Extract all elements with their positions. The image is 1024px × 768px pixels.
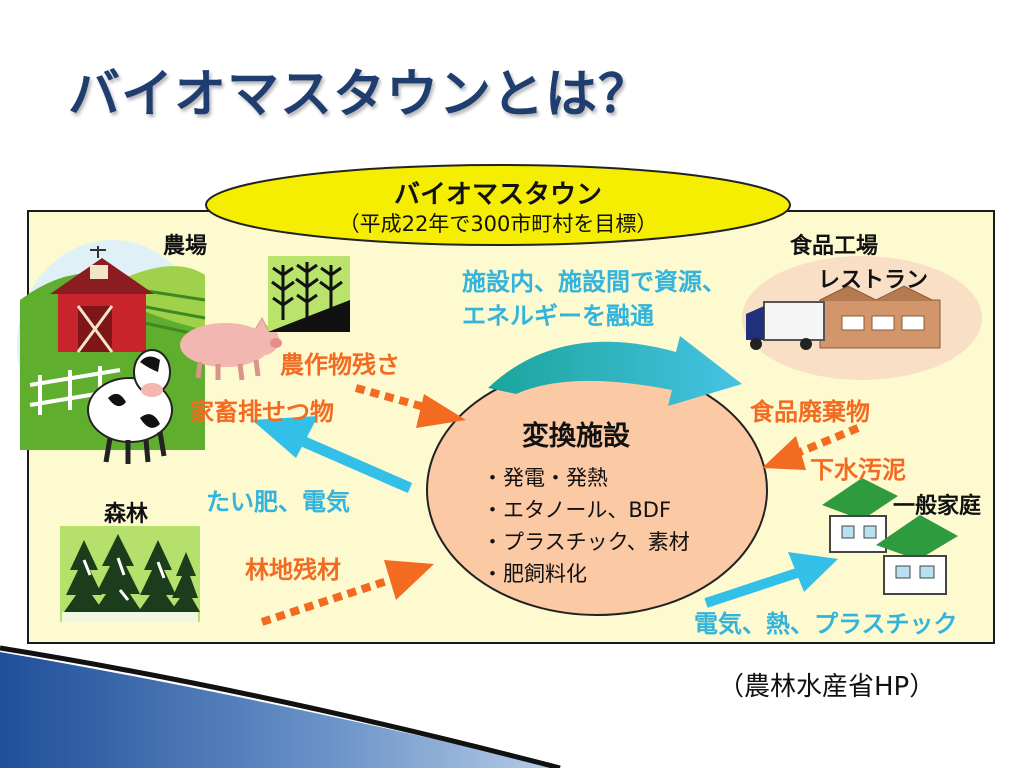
forest-residue-arrow xyxy=(260,560,434,626)
slide-corner-decoration xyxy=(0,652,560,768)
crop-residue-label: 農作物残さ xyxy=(280,351,400,379)
biomass-town-subtitle: （平成22年で300市町村を目標） xyxy=(338,212,658,236)
restaurant-label: レストラン xyxy=(818,268,929,293)
pig-illustration xyxy=(180,316,282,381)
biomass-town-oval xyxy=(205,164,791,246)
crop-illustration xyxy=(268,256,350,332)
farm-label: 農場 xyxy=(163,234,208,259)
sewage-sludge-label: 下水汚泥 xyxy=(810,456,906,484)
food-waste-label: 食品廃棄物 xyxy=(750,398,870,426)
conversion-item: ・肥飼料化 xyxy=(482,562,587,586)
forest-label: 森林 xyxy=(104,502,149,527)
conversion-facility-title: 変換施設 xyxy=(522,421,630,452)
compost-power-label: たい肥、電気 xyxy=(206,488,350,516)
resource-sharing-line1: 施設内、施設間で資源、 xyxy=(462,268,726,296)
compost-power-arrow xyxy=(252,416,413,494)
resource-sharing-line2: エネルギーを融通 xyxy=(462,302,654,330)
power-heat-plastic-label: 電気、熱、プラスチック xyxy=(694,610,958,638)
forest-illustration xyxy=(60,526,200,622)
sharing-curved-arrow xyxy=(488,336,742,406)
crop-residue-arrow xyxy=(354,384,466,428)
livestock-waste-label: 家畜排せつ物 xyxy=(190,398,334,426)
conversion-item: ・発電・発熱 xyxy=(482,466,608,490)
factory-illustration xyxy=(742,256,982,380)
source-citation: （農林水産省HP） xyxy=(718,672,936,702)
conversion-item: ・プラスチック、素材 xyxy=(482,530,690,554)
household-label: 一般家庭 xyxy=(893,494,982,519)
power-heat-plastic-arrow xyxy=(704,552,838,608)
forest-residue-label: 林地残材 xyxy=(245,556,341,584)
conversion-item: ・エタノール、BDF xyxy=(482,498,672,522)
food-factory-label: 食品工場 xyxy=(790,234,879,259)
biomass-town-title: バイオマスタウン xyxy=(393,180,602,210)
houses-illustration xyxy=(822,478,958,595)
cow-illustration xyxy=(87,349,173,464)
slide-title: バイオマスタウンとは？ xyxy=(68,65,652,125)
sewage-sludge-arrow xyxy=(762,424,860,470)
